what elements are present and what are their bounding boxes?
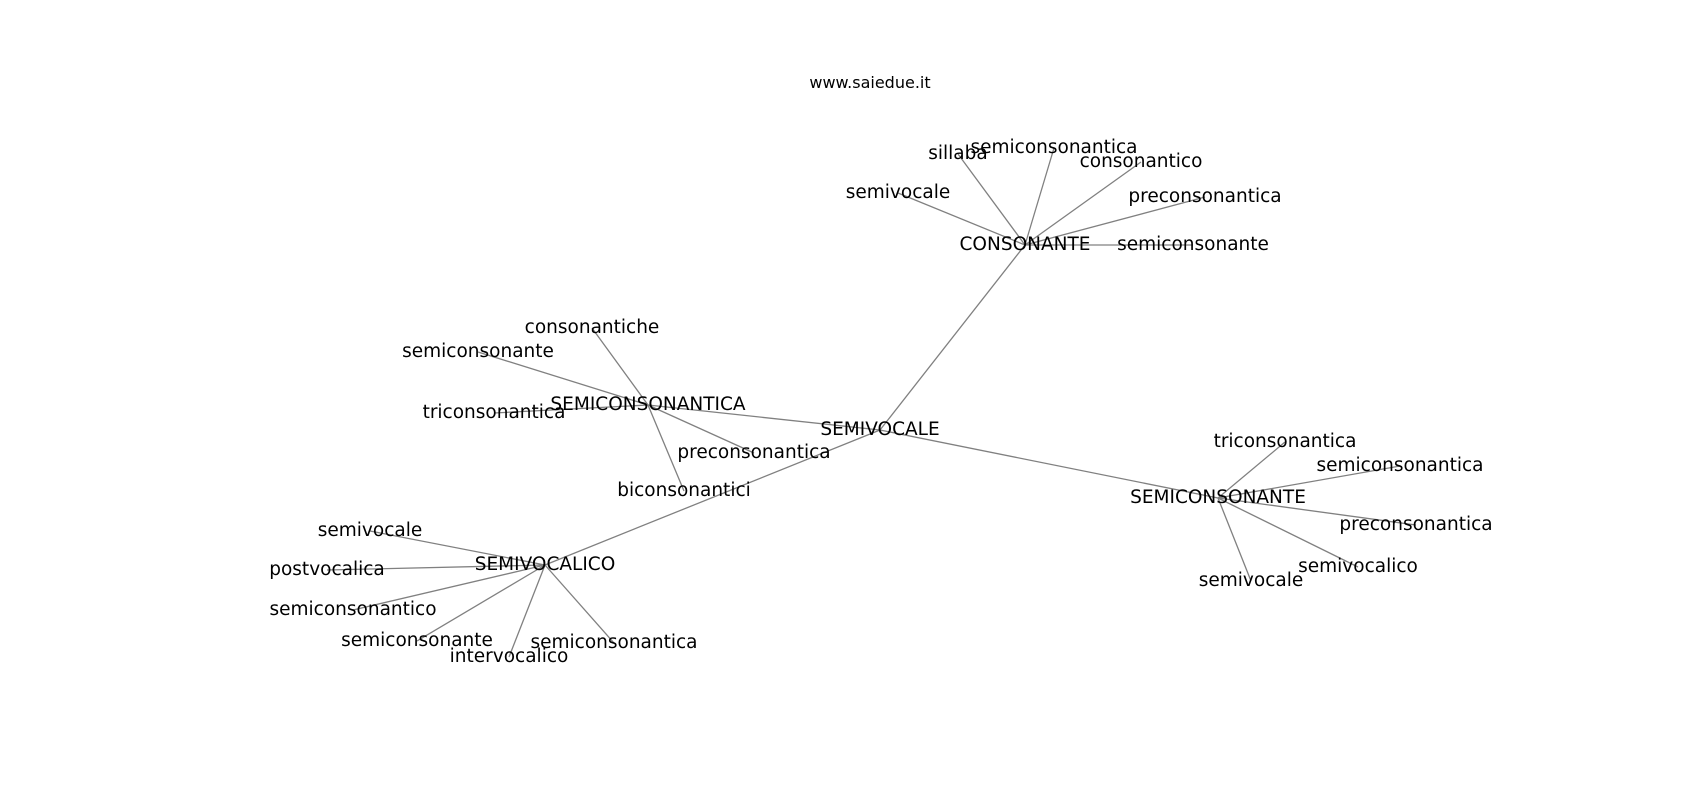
edge-semivocalico_hub-sv_semiconsonante bbox=[416, 564, 546, 642]
edge-semiconsonante_hub-sn_preconsonantica bbox=[1217, 497, 1417, 526]
node-label-sn-semiconsonantica: semiconsonantica bbox=[1316, 455, 1483, 476]
node-label-c-semiconsonantica: semiconsonantica bbox=[970, 137, 1137, 158]
edge-semiconsonantica_hub-sc_preconsonantica bbox=[647, 404, 755, 454]
edge-semiconsonantica_hub-sc_consonantiche bbox=[591, 327, 649, 406]
node-label-sv-semiconsonantica: semiconsonantica bbox=[530, 632, 697, 653]
nodes-layer: SEMIVOCALE CONSONANTE SEMICONSONANTICA SEMI… bbox=[269, 137, 1492, 667]
node-label-sn-semivocalico: semivocalico bbox=[1298, 556, 1418, 577]
edge-semiconsonante_hub-sn_semiconsonantica bbox=[1217, 465, 1401, 499]
edge-semiconsonantica_hub-sc_triconsonantica bbox=[493, 404, 649, 414]
edge-consonante_hub-c_semivocale bbox=[897, 192, 1026, 246]
node-label-sc-semiconsonante: semiconsonante bbox=[402, 341, 554, 362]
node-label-sv-semiconsonante: semiconsonante bbox=[341, 630, 493, 651]
edge-semivocale_hub-consonante_hub bbox=[879, 244, 1026, 431]
edges-layer bbox=[326, 147, 1417, 658]
node-label-sv-semivocale: semivocale bbox=[318, 520, 422, 541]
edge-consonante_hub-c_consonantico bbox=[1024, 161, 1142, 246]
node-label-c-preconsonantica: preconsonantica bbox=[1128, 186, 1281, 207]
edge-semiconsonante_hub-sn_triconsonantica bbox=[1217, 441, 1286, 499]
node-label-semiconsonante-hub: SEMICONSONANTE bbox=[1130, 487, 1306, 508]
node-label-sc-biconsonantici: biconsonantici bbox=[617, 480, 751, 501]
edge-semivocalico_hub-sv_semivocale bbox=[369, 530, 546, 566]
edge-consonante_hub-c_preconsonantica bbox=[1024, 196, 1206, 246]
node-label-sv-intervocalico: intervocalico bbox=[450, 646, 569, 667]
edge-semivocale_hub-semivocalico_hub bbox=[544, 429, 881, 566]
edge-consonante_hub-c_sillaba bbox=[957, 153, 1026, 246]
node-label-semivocale-hub: SEMIVOCALE bbox=[820, 419, 939, 440]
node-label-c-semiconsonante: semiconsonante bbox=[1117, 234, 1269, 255]
edge-semivocalico_hub-sv_semiconsonantica bbox=[544, 564, 615, 644]
node-label-semiconsonantica-hub: SEMICONSONANTICA bbox=[550, 394, 745, 415]
node-label-semivocalico-hub: SEMIVOCALICO bbox=[475, 554, 616, 575]
node-label-sn-preconsonantica: preconsonantica bbox=[1339, 514, 1492, 535]
edge-semivocalico_hub-sv_postvocalica bbox=[326, 564, 546, 571]
edge-semivocalico_hub-sv_intervocalico bbox=[508, 564, 546, 658]
edge-consonante_hub-c_semiconsonantica bbox=[1024, 147, 1055, 246]
node-label-sv-semiconsonantico: semiconsonantico bbox=[269, 599, 436, 620]
node-label-sc-preconsonantica: preconsonantica bbox=[677, 442, 830, 463]
node-label-sn-semivocale: semivocale bbox=[1199, 570, 1303, 591]
edge-semiconsonante_hub-sn_semivocale bbox=[1217, 497, 1252, 582]
edge-semiconsonantica_hub-sc_biconsonantici bbox=[647, 404, 685, 492]
edge-semivocalico_hub-sv_semiconsonantico bbox=[352, 564, 546, 611]
node-label-c-semivocale: semivocale bbox=[846, 182, 950, 203]
node-label-consonante-hub: CONSONANTE bbox=[960, 234, 1091, 255]
edge-semiconsonantica_hub-sc_semiconsonante bbox=[477, 351, 649, 406]
node-label-sc-consonantiche: consonantiche bbox=[525, 317, 660, 338]
node-label-sc-triconsonantica: triconsonantica bbox=[423, 402, 566, 423]
edge-semivocale_hub-semiconsonante_hub bbox=[879, 429, 1219, 499]
node-label-c-sillaba: sillaba bbox=[928, 143, 987, 164]
edge-semiconsonante_hub-sn_semivocalico bbox=[1217, 497, 1359, 568]
node-label-sn-triconsonantica: triconsonantica bbox=[1214, 431, 1357, 452]
node-label-c-consonantico: consonantico bbox=[1080, 151, 1203, 172]
edge-semivocale_hub-semiconsonantica_hub bbox=[647, 404, 881, 431]
node-label-sv-postvocalica: postvocalica bbox=[269, 559, 385, 580]
site-watermark: www.saiedue.it bbox=[809, 73, 930, 92]
